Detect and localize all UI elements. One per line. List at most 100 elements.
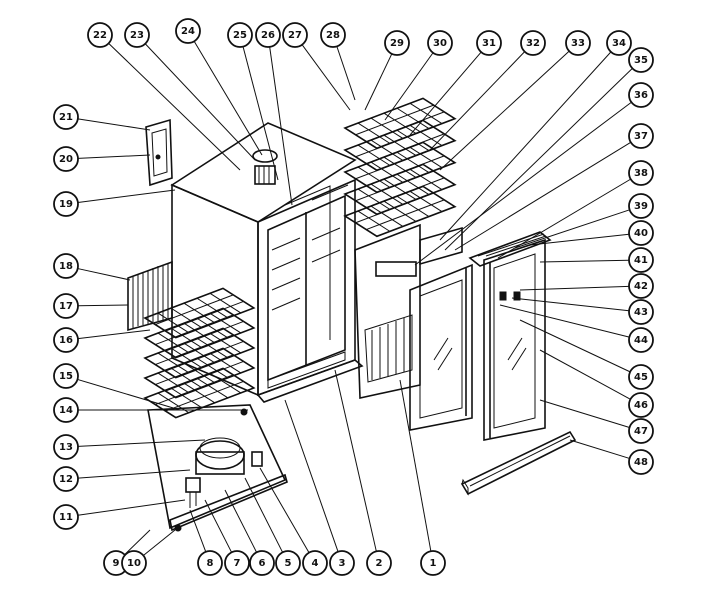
callout-23: 23 — [124, 22, 150, 48]
callout-number: 16 — [59, 335, 73, 346]
leader-line — [514, 209, 630, 249]
callout-21: 21 — [53, 104, 79, 130]
callout-number: 25 — [233, 30, 247, 41]
callout-35: 35 — [628, 47, 654, 73]
callout-number: 21 — [59, 112, 73, 123]
callout-number: 48 — [634, 457, 648, 468]
callout-number: 42 — [634, 281, 648, 292]
leader-line — [242, 46, 279, 181]
callout-number: 23 — [130, 30, 144, 41]
callout-number: 26 — [261, 30, 275, 41]
leader-line — [499, 304, 630, 338]
leader-line — [77, 304, 129, 307]
callout-43: 43 — [628, 299, 654, 325]
callout-18: 18 — [53, 253, 79, 279]
leader-line — [77, 268, 131, 281]
callout-8: 8 — [197, 550, 223, 576]
leader-line — [364, 53, 393, 111]
callout-number: 47 — [634, 426, 648, 437]
leader-line — [77, 378, 181, 411]
leader-line — [77, 469, 191, 479]
leader-line — [519, 319, 631, 373]
callout-1: 1 — [420, 550, 446, 576]
callout-47: 47 — [628, 418, 654, 444]
callout-number: 11 — [59, 512, 73, 523]
callout-45: 45 — [628, 364, 654, 390]
callout-number: 5 — [285, 558, 292, 569]
callout-3: 3 — [329, 550, 355, 576]
callout-number: 14 — [59, 405, 73, 416]
callout-number: 8 — [207, 558, 214, 569]
leader-line — [77, 154, 151, 159]
callout-7: 7 — [224, 550, 250, 576]
callout-number: 10 — [127, 558, 141, 569]
callout-29: 29 — [384, 30, 410, 56]
left-glass-door — [409, 263, 473, 431]
leader-line — [124, 529, 151, 556]
callout-14: 14 — [53, 397, 79, 423]
callout-28: 28 — [320, 22, 346, 48]
callout-number: 1 — [430, 558, 437, 569]
callout-25: 25 — [227, 22, 253, 48]
callout-5: 5 — [275, 550, 301, 576]
callout-37: 37 — [628, 123, 654, 149]
leader-line — [409, 51, 482, 136]
leader-line — [77, 189, 176, 203]
callout-number: 31 — [482, 38, 496, 49]
callout-19: 19 — [53, 191, 79, 217]
callout-6: 6 — [249, 550, 275, 576]
callout-36: 36 — [628, 82, 654, 108]
callout-33: 33 — [565, 30, 591, 56]
callout-number: 44 — [634, 335, 648, 346]
condenser-grille — [127, 260, 173, 332]
callout-15: 15 — [53, 363, 79, 389]
callout-number: 6 — [259, 558, 266, 569]
callout-30: 30 — [427, 30, 453, 56]
leader-line — [143, 529, 176, 556]
callout-34: 34 — [606, 30, 632, 56]
leader-line — [259, 467, 310, 553]
callout-number: 39 — [634, 201, 648, 212]
callout-2: 2 — [366, 550, 392, 576]
leader-line — [189, 509, 207, 552]
callout-24: 24 — [175, 18, 201, 44]
leader-line — [439, 50, 570, 171]
leader-line — [334, 369, 377, 552]
callout-number: 30 — [433, 38, 447, 49]
callout-11: 11 — [53, 504, 79, 530]
callout-16: 16 — [53, 327, 79, 353]
callout-number: 20 — [59, 154, 73, 165]
callout-number: 9 — [113, 558, 120, 569]
callout-17: 17 — [53, 293, 79, 319]
callout-38: 38 — [628, 160, 654, 186]
side-bracket — [145, 118, 173, 187]
leader-line — [77, 118, 151, 131]
leader-line — [384, 52, 434, 121]
callout-22: 22 — [87, 22, 113, 48]
callout-number: 46 — [634, 400, 648, 411]
callout-32: 32 — [520, 30, 546, 56]
leader-line — [519, 285, 630, 291]
leader-line — [284, 399, 339, 552]
leader-line — [269, 46, 293, 206]
leader-line — [399, 379, 432, 552]
callout-12: 12 — [53, 466, 79, 492]
leader-line — [144, 43, 256, 161]
leader-line — [444, 67, 633, 251]
callout-number: 33 — [571, 38, 585, 49]
callout-13: 13 — [53, 434, 79, 460]
leader-line — [429, 51, 526, 151]
callout-number: 29 — [390, 38, 404, 49]
callout-number: 38 — [634, 168, 648, 179]
leader-line — [454, 141, 632, 251]
callout-number: 43 — [634, 307, 648, 318]
leader-line — [108, 42, 241, 171]
leader-line — [301, 44, 351, 111]
leader-line — [244, 477, 284, 553]
callout-number: 7 — [234, 558, 241, 569]
callout-number: 24 — [181, 26, 195, 37]
callout-number: 37 — [634, 131, 648, 142]
callout-20: 20 — [53, 146, 79, 172]
